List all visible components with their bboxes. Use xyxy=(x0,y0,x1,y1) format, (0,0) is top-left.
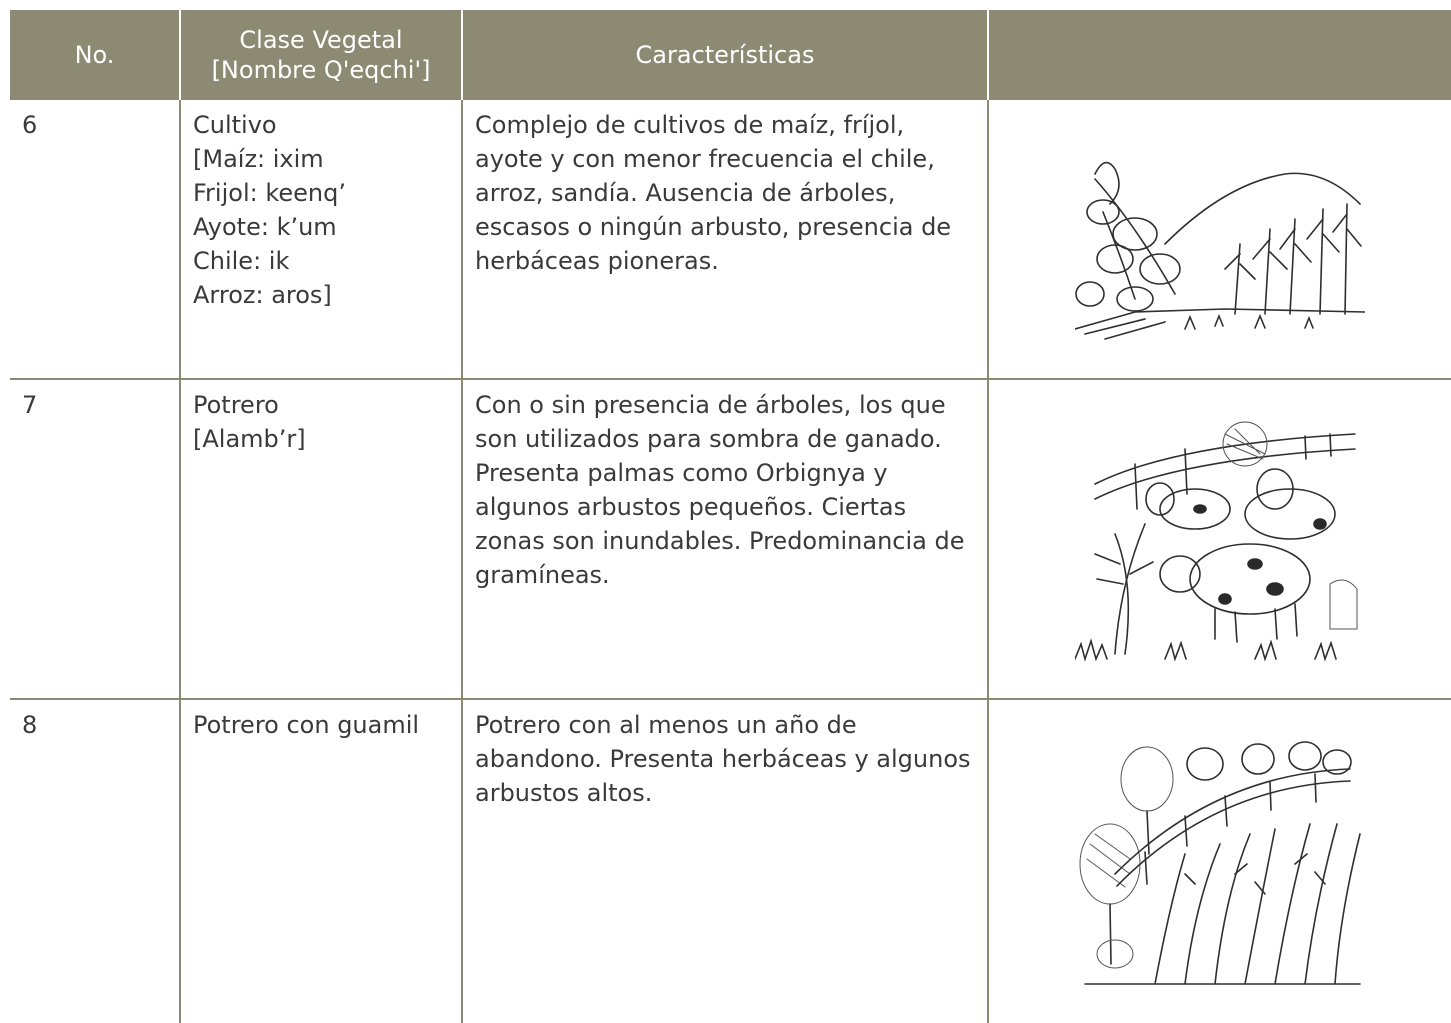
row-caracteristicas: Complejo de cultivos de maíz, fríjol, ay… xyxy=(461,100,988,379)
table-row: 8 Potrero con guamil Potrero con al meno… xyxy=(10,699,1451,1023)
row-caracteristicas: Con o sin presencia de árboles, los que … xyxy=(461,379,988,699)
row-number: 6 xyxy=(22,111,38,139)
row-illustration xyxy=(987,379,1451,699)
cattle-pasture-sketch xyxy=(1075,421,1358,662)
header-illustration xyxy=(987,10,1451,100)
row-clase-vegetal: Potrero con guamil xyxy=(179,699,462,1023)
header-clase-vegetal: Clase Vegetal [Nombre Q'eqchi'] xyxy=(179,10,462,100)
row-illustration xyxy=(987,100,1451,379)
row-number: 8 xyxy=(22,711,38,739)
row-illustration xyxy=(987,699,1451,1023)
header-number: No. xyxy=(10,10,180,100)
table-row: 7 Potrero [Alamb’r] Con o sin presencia … xyxy=(10,379,1451,699)
vegetation-classes-table: No. Clase Vegetal [Nombre Q'eqchi'] Cara… xyxy=(10,10,1451,1023)
table-header-row: No. Clase Vegetal [Nombre Q'eqchi'] Cara… xyxy=(10,10,1451,100)
pasture-regrowth-sketch xyxy=(1079,741,1361,985)
crop-field-sketch xyxy=(1075,161,1365,340)
header-caracteristicas: Características xyxy=(461,10,988,100)
row-number: 7 xyxy=(22,391,38,419)
row-caracteristicas: Potrero con al menos un año de abandono.… xyxy=(461,699,988,1023)
table-row: 6 Cultivo [Maíz: ixim Frijol: keenq’ Ayo… xyxy=(10,100,1451,379)
row-clase-vegetal: Potrero [Alamb’r] xyxy=(179,379,462,699)
row-clase-vegetal: Cultivo [Maíz: ixim Frijol: keenq’ Ayote… xyxy=(179,100,462,379)
